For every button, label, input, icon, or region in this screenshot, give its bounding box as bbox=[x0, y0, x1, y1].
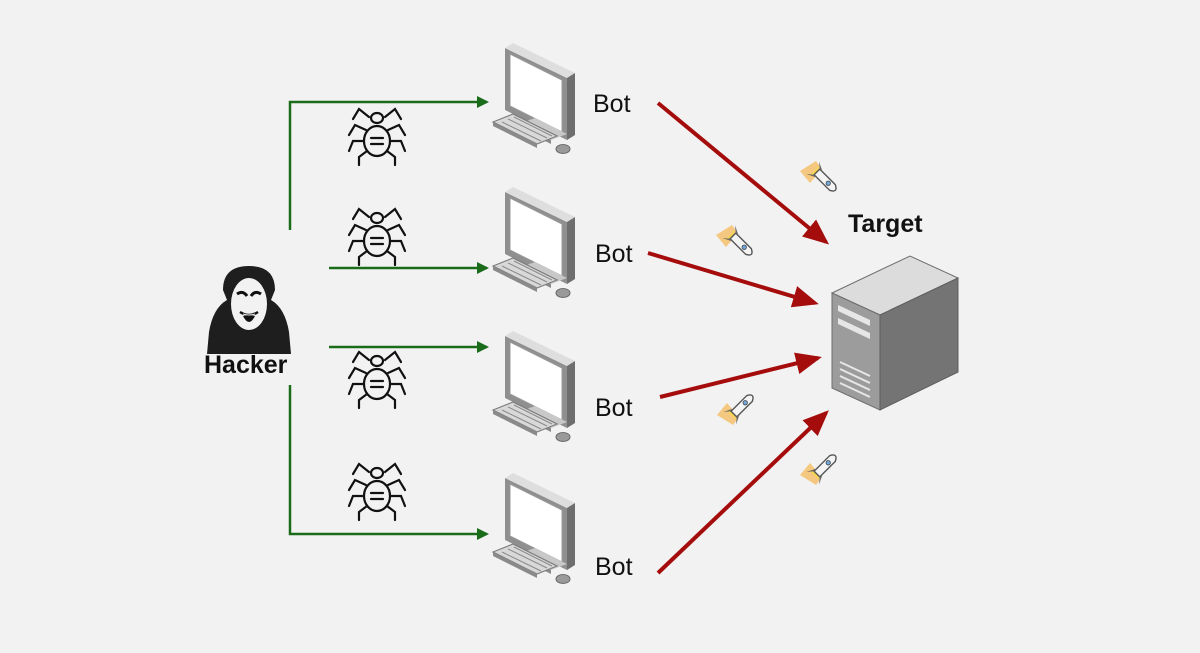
infect-arrow-4 bbox=[288, 385, 489, 540]
bot-computer-1 bbox=[492, 42, 576, 155]
rocket-icon bbox=[799, 448, 843, 486]
hacker-mask-icon bbox=[207, 266, 291, 354]
bot-label-3: Bot bbox=[595, 394, 633, 422]
bot-computer-3 bbox=[492, 330, 576, 443]
infect-arrow-1 bbox=[288, 96, 489, 230]
hacker-label: Hacker bbox=[204, 351, 288, 379]
spider-icon bbox=[347, 462, 407, 522]
infect-arrows bbox=[288, 96, 489, 540]
bot-label-2: Bot bbox=[595, 240, 633, 268]
bot-label-1: Bot bbox=[593, 90, 631, 118]
target-label: Target bbox=[848, 210, 923, 238]
bot-computer-4 bbox=[492, 472, 576, 585]
attack-arrow-1 bbox=[656, 101, 830, 245]
spider-icon bbox=[347, 107, 407, 167]
rocket-icon bbox=[715, 224, 759, 262]
server-tower-icon bbox=[830, 255, 960, 411]
attack-arrows bbox=[647, 101, 830, 575]
bot-computer-2 bbox=[492, 186, 576, 299]
bot-label-4: Bot bbox=[595, 553, 633, 581]
spider-icon bbox=[347, 207, 407, 267]
attack-arrow-4 bbox=[656, 410, 829, 575]
rocket-icon bbox=[799, 160, 843, 198]
attack-arrow-3 bbox=[659, 352, 822, 399]
rocket-icon bbox=[716, 388, 760, 426]
spider-icon bbox=[347, 350, 407, 410]
attack-arrow-2 bbox=[647, 251, 819, 308]
